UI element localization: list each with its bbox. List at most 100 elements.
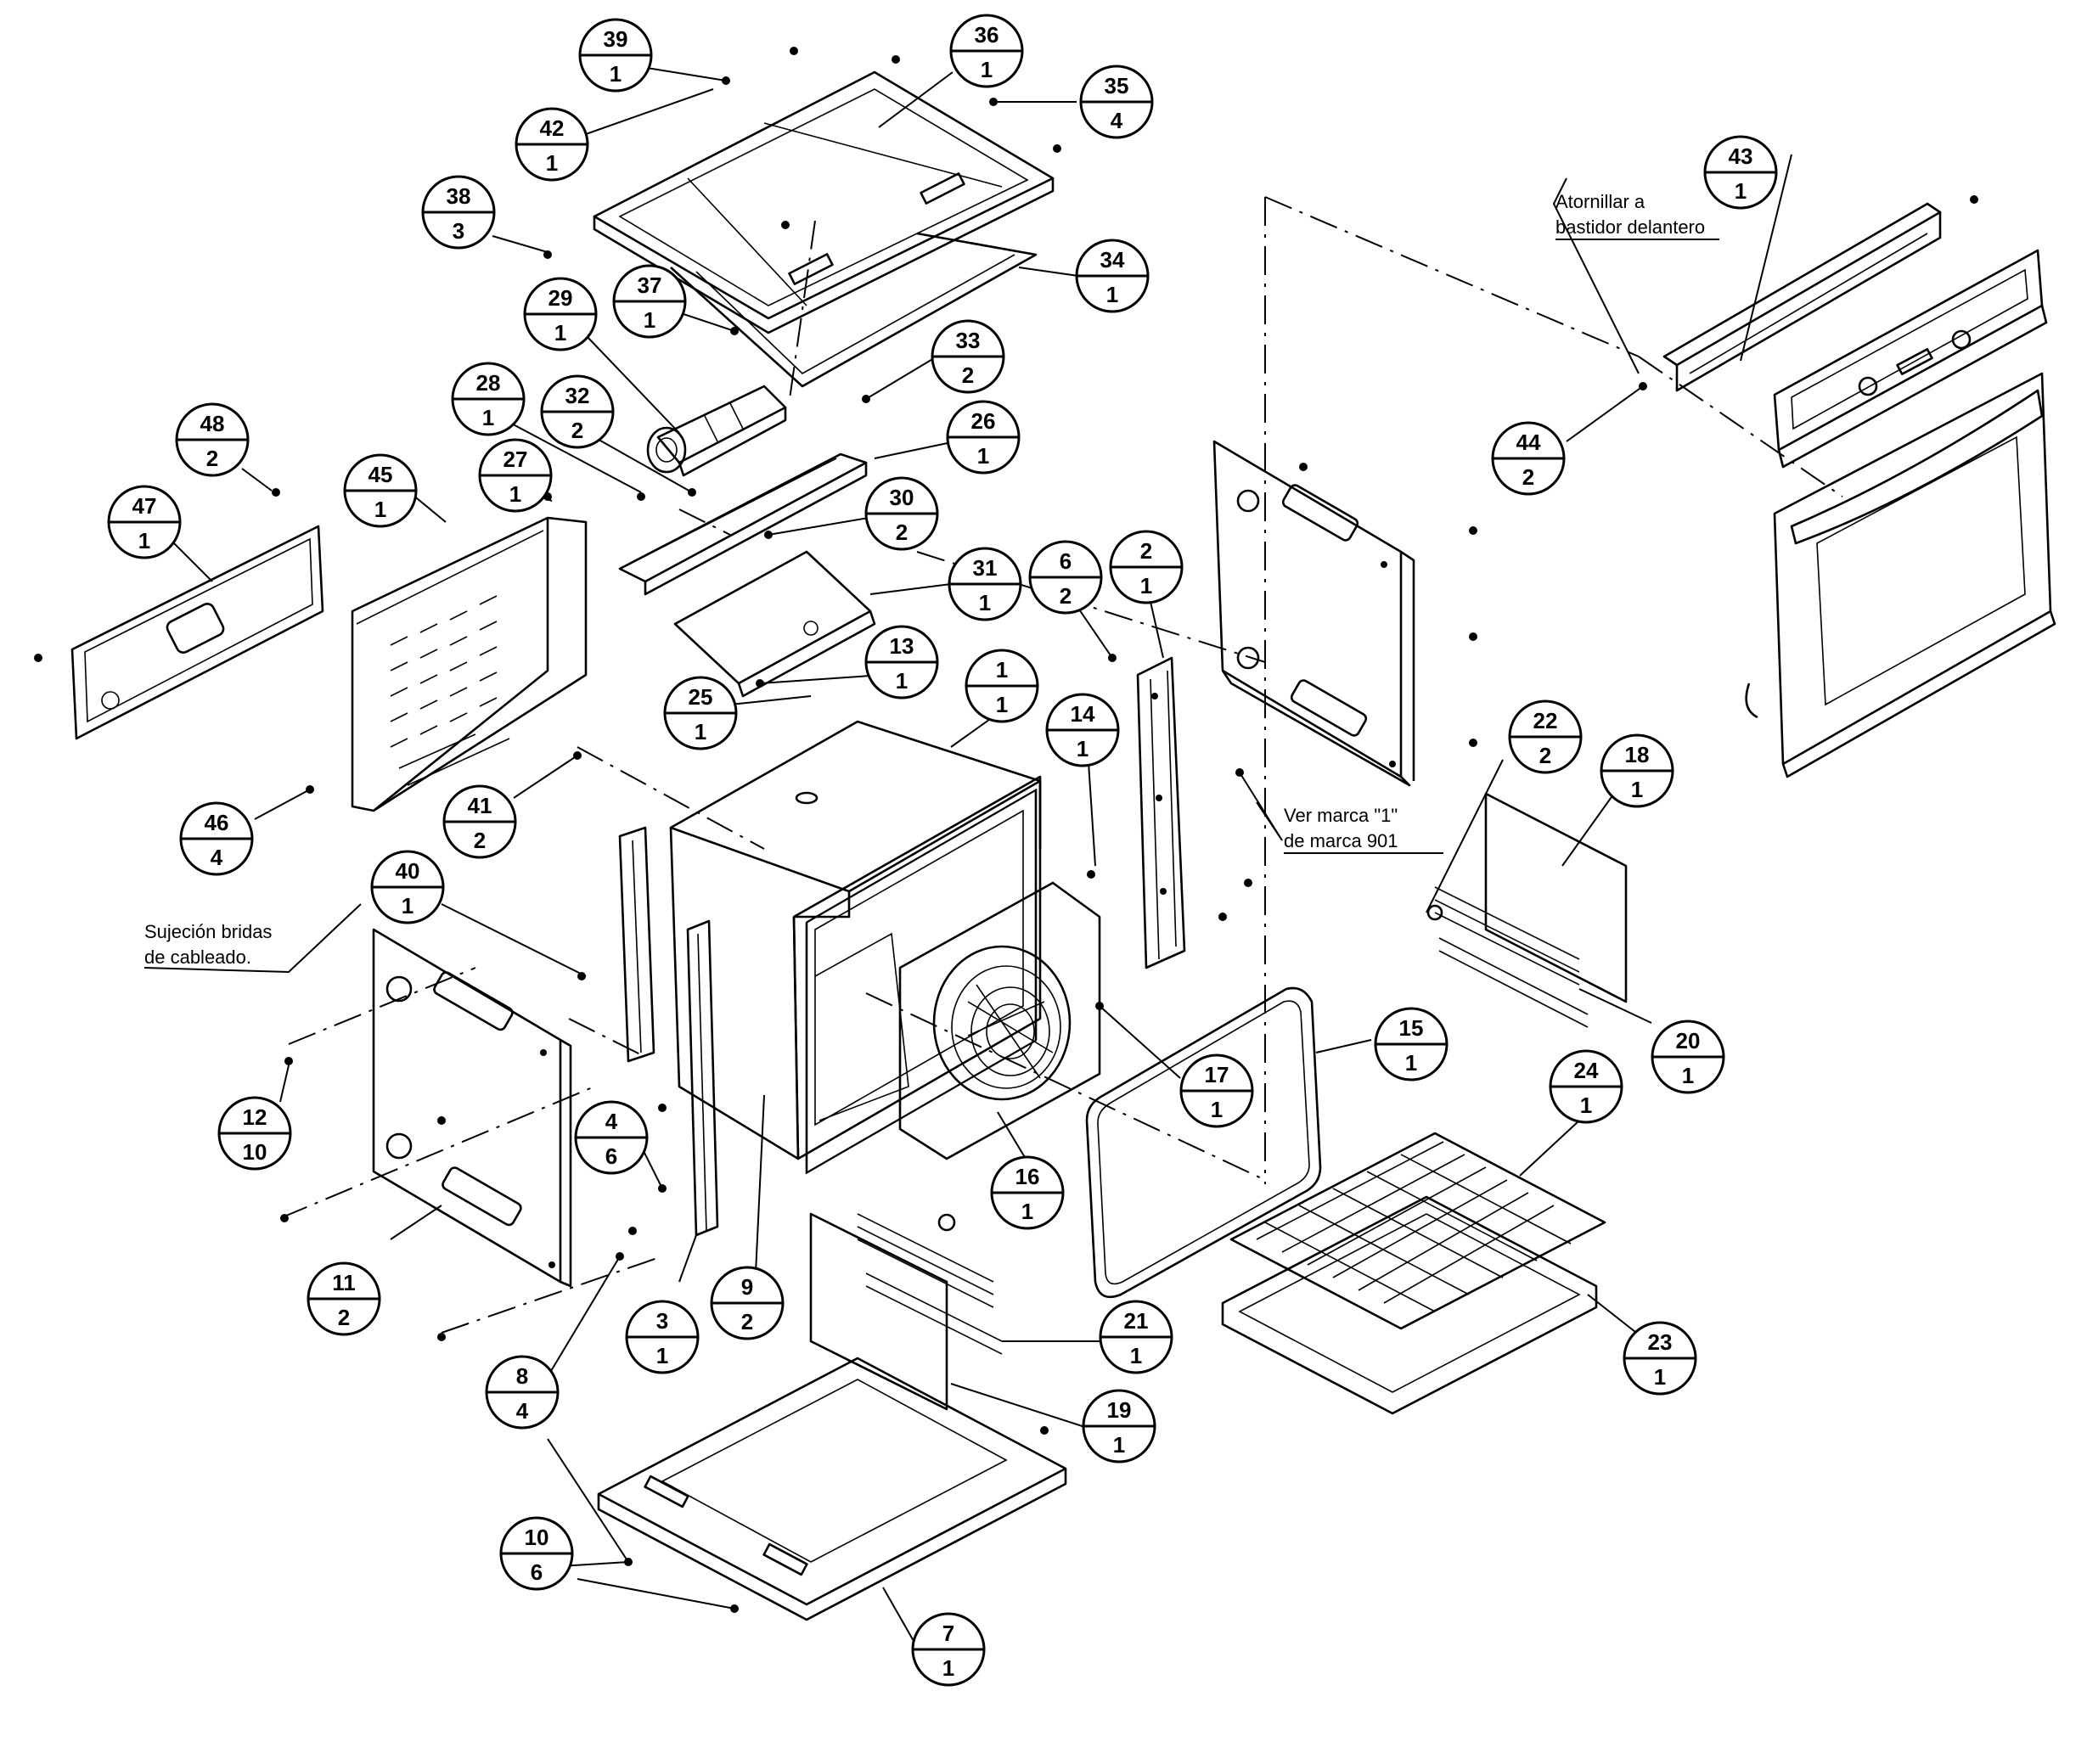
part-number: 39	[604, 26, 628, 52]
part-number: 4	[605, 1109, 618, 1134]
part-balloon-31: 311	[948, 547, 1022, 621]
part-quantity: 1	[977, 443, 989, 469]
part-number: 18	[1625, 742, 1650, 767]
part-quantity: 2	[741, 1309, 753, 1334]
right-rack-supports	[1426, 792, 1628, 1028]
note-sujecion-line1: Sujeción bridas	[144, 921, 272, 942]
part-number: 20	[1676, 1028, 1701, 1053]
note-ver-marca-line1: Ver marca "1"	[1284, 805, 1398, 826]
part-balloon-22: 222	[1508, 699, 1583, 774]
part-balloon-6: 62	[1028, 540, 1103, 615]
part-quantity: 4	[516, 1398, 529, 1424]
part-quantity: 4	[1111, 108, 1123, 133]
part-quantity: 1	[1631, 777, 1643, 802]
part-quantity: 1	[896, 668, 908, 694]
part-number: 44	[1516, 430, 1541, 455]
part-quantity: 1	[695, 719, 706, 744]
part-quantity: 1	[509, 481, 521, 507]
part-balloon-24: 241	[1549, 1049, 1623, 1124]
control-panel	[1773, 249, 2048, 469]
control-panel-bracket	[1662, 202, 1942, 392]
part-number: 40	[396, 858, 420, 884]
part-balloon-4: 46	[574, 1100, 649, 1175]
part-balloon-10: 106	[499, 1516, 574, 1591]
part-balloon-3: 31	[625, 1300, 700, 1374]
part-number: 8	[516, 1363, 528, 1389]
part-balloon-29: 291	[523, 277, 598, 351]
part-number: 41	[468, 793, 492, 818]
part-number: 28	[476, 370, 501, 396]
part-balloon-48: 482	[175, 402, 250, 477]
part-number: 16	[1015, 1164, 1040, 1189]
part-number: 35	[1105, 73, 1129, 98]
part-number: 11	[332, 1270, 356, 1295]
right-side-panel	[1212, 440, 1415, 787]
part-balloon-34: 341	[1075, 239, 1150, 313]
rear-fan-guard	[898, 881, 1101, 1160]
part-quantity: 1	[554, 320, 566, 345]
part-quantity: 1	[979, 590, 991, 615]
part-number: 37	[638, 272, 662, 298]
part-number: 42	[540, 115, 565, 141]
part-balloon-28: 281	[451, 362, 526, 436]
part-balloon-1: 11	[965, 649, 1039, 723]
part-quantity: 1	[942, 1655, 954, 1681]
part-balloon-47: 471	[107, 485, 182, 559]
part-number: 36	[975, 22, 999, 48]
part-balloon-18: 181	[1600, 733, 1674, 808]
left-side-panel	[372, 928, 572, 1288]
part-balloon-23: 231	[1623, 1321, 1697, 1396]
part-number: 30	[890, 485, 914, 510]
part-balloon-44: 442	[1491, 421, 1566, 496]
part-balloon-41: 412	[442, 784, 517, 859]
part-balloon-32: 322	[540, 374, 615, 449]
fan-motor	[646, 385, 787, 477]
part-quantity: 2	[206, 446, 218, 471]
wire-rack-and-tray	[1221, 1132, 1606, 1415]
part-quantity: 2	[474, 828, 486, 853]
part-balloon-45: 451	[343, 453, 418, 528]
part-quantity: 1	[1654, 1364, 1666, 1390]
part-balloon-37: 371	[612, 264, 687, 339]
part-quantity: 1	[1140, 573, 1152, 598]
part-balloon-36: 361	[949, 14, 1024, 88]
part-balloon-33: 332	[931, 319, 1005, 394]
part-quantity: 1	[138, 528, 150, 553]
part-balloon-15: 151	[1374, 1007, 1449, 1081]
part-balloon-40: 401	[370, 850, 445, 924]
part-balloon-20: 201	[1651, 1020, 1725, 1094]
part-balloon-35: 354	[1079, 65, 1154, 139]
part-number: 26	[971, 408, 996, 434]
part-number: 29	[548, 285, 573, 311]
fan-cover-plate	[673, 550, 876, 698]
part-quantity: 1	[546, 150, 558, 176]
note-atornillar-line2: bastidor delantero	[1555, 216, 1705, 238]
part-quantity: 1	[1130, 1343, 1142, 1368]
oven-door	[1745, 372, 2056, 778]
part-number: 7	[942, 1621, 954, 1646]
part-quantity: 10	[243, 1139, 267, 1165]
part-balloon-25: 251	[663, 676, 738, 750]
part-balloon-19: 191	[1082, 1389, 1156, 1463]
part-number: 43	[1729, 143, 1753, 169]
rear-panel	[351, 516, 588, 812]
part-quantity: 1	[1682, 1063, 1694, 1088]
part-number: 23	[1648, 1329, 1673, 1355]
part-quantity: 1	[1405, 1050, 1417, 1076]
top-panel	[593, 70, 1055, 388]
part-number: 45	[368, 462, 393, 487]
part-quantity: 1	[1106, 282, 1118, 307]
part-quantity: 1	[610, 61, 622, 87]
part-quantity: 1	[1580, 1093, 1592, 1118]
rear-cover-plate	[70, 525, 324, 740]
part-number: 3	[656, 1308, 668, 1334]
part-quantity: 1	[402, 893, 413, 919]
part-number: 14	[1071, 701, 1095, 727]
part-number: 10	[525, 1525, 549, 1550]
part-quantity: 6	[531, 1559, 543, 1585]
part-balloon-9: 92	[710, 1266, 785, 1340]
part-number: 24	[1574, 1058, 1599, 1083]
